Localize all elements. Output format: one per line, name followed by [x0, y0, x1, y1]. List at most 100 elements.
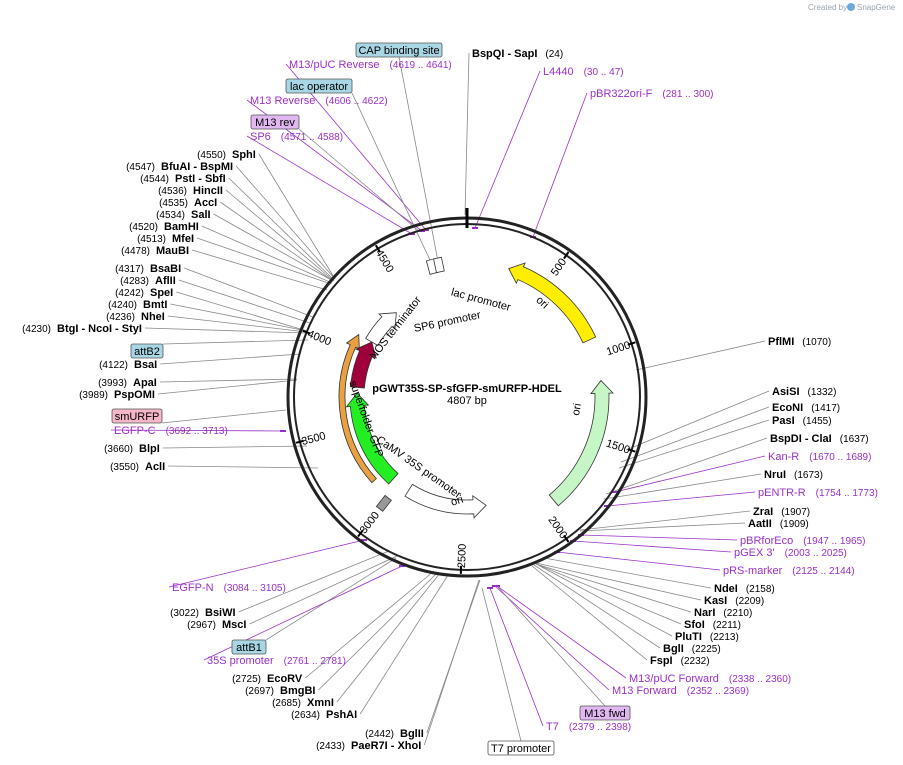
site-name: BglI: [663, 643, 684, 655]
restriction-site[interactable]: (4230)BtgI - NcoI - StyI: [22, 323, 142, 335]
site-name: BspQI - SapI: [472, 48, 537, 60]
site-leader-line: [238, 550, 390, 613]
restriction-site[interactable]: (2634)PshAI: [291, 709, 357, 721]
site-leader-line: [543, 557, 712, 589]
restriction-site[interactable]: (3022)BsiWI: [170, 607, 235, 619]
restriction-site[interactable]: NdeI(2158): [714, 583, 775, 595]
restriction-site[interactable]: (4283)AflII: [120, 275, 176, 287]
feature-arc: [548, 379, 614, 507]
ring-tick: [302, 329, 311, 335]
primer-binding-site[interactable]: pBRforEco(1947 .. 1965): [740, 535, 865, 547]
restriction-site[interactable]: BspDI - ClaI(1637): [770, 433, 869, 445]
restriction-site[interactable]: (2967)MscI: [187, 619, 246, 631]
feature-tag-blue[interactable]: attB1: [231, 639, 267, 655]
restriction-site[interactable]: (4240) BmtI: [108, 299, 167, 311]
feature-label: ori: [449, 494, 464, 509]
site-name: BfuAI - BspMI: [161, 161, 233, 173]
restriction-site[interactable]: BglI(2225): [663, 643, 721, 655]
restriction-site[interactable]: (3550)AclI: [110, 461, 165, 473]
restriction-site[interactable]: AatII(1909): [748, 518, 809, 530]
restriction-site[interactable]: (2442)BglII: [365, 728, 424, 740]
feature-tag-purple[interactable]: M13 rev: [250, 114, 300, 130]
primer-binding-site[interactable]: M13/pUC Reverse(4619 .. 4641): [289, 59, 452, 71]
restriction-site[interactable]: (4236)NheI: [106, 311, 165, 323]
site-position: (3550): [110, 462, 139, 473]
ring-tick-label: 4000: [306, 328, 333, 348]
primer-binding-site[interactable]: 35S promoter(2761 .. 2781): [207, 655, 346, 667]
snapgene-brand-text: SnapGene: [857, 3, 896, 12]
restriction-site[interactable]: ZraI(1907): [753, 506, 810, 518]
primer-position: (3692 .. 3713): [166, 426, 228, 437]
restriction-site[interactable]: (4547)BfuAI - BspMI: [126, 161, 233, 173]
site-leader-line: [162, 445, 308, 449]
site-position: (4240): [108, 300, 137, 311]
restriction-site[interactable]: (2725)EcoRV: [232, 673, 303, 685]
restriction-site[interactable]: (4478)MauBI: [121, 245, 189, 257]
restriction-site[interactable]: SfoI(2211): [684, 619, 741, 631]
restriction-site[interactable]: PasI(1455): [772, 415, 832, 427]
restriction-site[interactable]: KasI(2209): [704, 595, 764, 607]
tag-leader-line: [161, 409, 287, 424]
feature-tag-blue[interactable]: lac operator: [285, 78, 353, 94]
site-name: PluTI: [675, 631, 702, 643]
site-position: (4550): [197, 150, 226, 161]
restriction-site[interactable]: (4513)MfeI: [137, 233, 194, 245]
restriction-site[interactable]: (2433)PaeR7I - XhoI: [316, 740, 421, 752]
primer-binding-site[interactable]: pBR322ori-F(281 .. 300): [590, 88, 714, 100]
primer-binding-site[interactable]: M13 Forward(2352 .. 2369): [612, 685, 749, 697]
feature-tag-white[interactable]: T7 promoter: [487, 740, 555, 756]
primer-binding-site[interactable]: pRS-marker(2125 .. 2144): [723, 565, 855, 577]
primer-binding-site[interactable]: SP6(4571 .. 4588): [250, 131, 343, 143]
features-layer: [338, 256, 614, 519]
feature-tag-blue[interactable]: attB2: [130, 343, 164, 359]
primer-binding-site[interactable]: L4440(30 .. 47): [543, 66, 624, 78]
primer-binding-site[interactable]: pENTR-R(1754 .. 1773): [758, 487, 878, 499]
site-name: AatII: [748, 518, 772, 530]
feature-tag-blue[interactable]: CAP binding site: [355, 42, 443, 58]
restriction-site[interactable]: (3989)PspOMI: [79, 389, 155, 401]
site-name: BmtI: [143, 299, 167, 311]
restriction-site[interactable]: PflMI(1070): [768, 336, 831, 348]
site-name: MscI: [222, 619, 246, 631]
restriction-site[interactable]: (4550)SphI: [197, 149, 256, 161]
primer-position: (4571 .. 4588): [281, 132, 343, 143]
restriction-site[interactable]: (4534)SalI: [156, 209, 210, 221]
site-leader-line: [620, 406, 770, 463]
site-leader-line: [535, 562, 702, 601]
site-name: MfeI: [172, 233, 194, 245]
restriction-site[interactable]: (2697)BmgBI: [245, 685, 315, 697]
primer-binding-site[interactable]: Kan-R(1670 .. 1689): [768, 451, 871, 463]
restriction-site[interactable]: NarI(2210): [694, 607, 752, 619]
restriction-site[interactable]: (2685)XmnI: [272, 697, 334, 709]
restriction-site[interactable]: NruI(1673): [764, 469, 823, 481]
primer-position: (1754 .. 1773): [816, 488, 878, 499]
restriction-site[interactable]: (4520)BamHI: [129, 221, 199, 233]
restriction-site[interactable]: (4122)BsaI: [99, 359, 157, 371]
restriction-site[interactable]: EcoNI(1417): [772, 402, 840, 414]
site-position: (2209): [735, 596, 764, 607]
primer-binding-site[interactable]: T7(2379 .. 2398): [546, 721, 631, 733]
tag-leader-line: [398, 56, 441, 273]
restriction-site[interactable]: BspQI - SapI(24): [472, 48, 563, 60]
restriction-site[interactable]: (4536)HincII: [158, 185, 223, 197]
restriction-site[interactable]: (4535)AccI: [159, 197, 217, 209]
restriction-site[interactable]: (4317)BsaBI: [115, 263, 181, 275]
tag-box: [579, 705, 631, 721]
feature-tag-purple[interactable]: M13 fwd: [579, 705, 631, 721]
restriction-site[interactable]: (3660)BlpI: [104, 443, 160, 455]
primer-binding-site[interactable]: M13/pUC Forward(2338 .. 2360): [629, 673, 791, 685]
primer-binding-site[interactable]: EGFP-N(3084 .. 3105): [172, 582, 286, 594]
restriction-site[interactable]: (3993)ApaI: [98, 377, 157, 389]
restriction-site[interactable]: (4544)PstI - SbfI: [140, 173, 226, 185]
restriction-site[interactable]: (4242)SpeI: [115, 287, 173, 299]
restriction-site[interactable]: FspI(2232): [650, 655, 710, 667]
primer-binding-site[interactable]: pGEX 3'(2003 .. 2025): [734, 547, 847, 559]
site-position: (4520): [129, 222, 158, 233]
restriction-site[interactable]: AsiSI(1332): [772, 386, 836, 398]
restriction-site[interactable]: PluTI(2213): [675, 631, 739, 643]
feature-tag-pink[interactable]: smURFP: [111, 408, 163, 424]
site-name: FspI: [650, 655, 673, 667]
primer-binding-site[interactable]: EGFP-C(3692 .. 3713): [114, 425, 228, 437]
primer-binding-site[interactable]: M13 Reverse(4606 .. 4622): [250, 95, 388, 107]
primer-leader-line: [168, 539, 365, 588]
